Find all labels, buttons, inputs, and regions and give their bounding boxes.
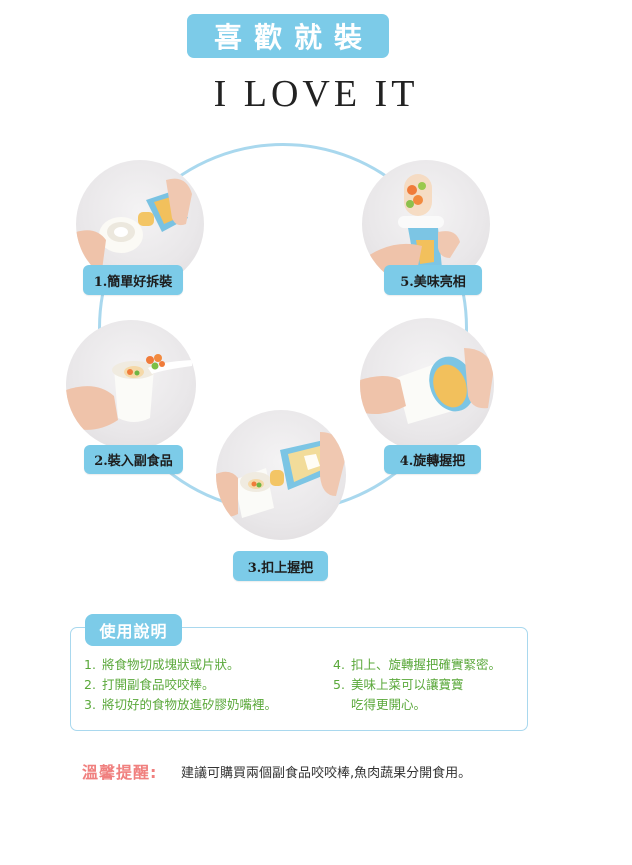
instruction-item-continuation: 吃得更開心。 bbox=[351, 697, 427, 712]
title-banner: 喜歡就裝 bbox=[187, 14, 389, 58]
tip-text: 建議可購買兩個副食品咬咬棒,魚肉蔬果分開食用。 bbox=[181, 766, 472, 781]
tip-label: 溫馨提醒: bbox=[82, 763, 158, 782]
subtitle: I LOVE IT bbox=[213, 73, 419, 115]
step-5-badge: 5.美味亮相 bbox=[384, 265, 482, 295]
instructions-title: 使用說明 bbox=[85, 614, 182, 646]
instructions-left-list: 1.將食物切成塊狀或片狀。 2.打開副食品咬咬棒。 3.將切好的食物放進矽膠奶嘴… bbox=[84, 655, 277, 715]
step-2-photo bbox=[66, 320, 196, 450]
step-1-badge: 1.簡單好拆裝 bbox=[83, 265, 183, 295]
instruction-item: 5.美味上菜可以讓寶寶 bbox=[333, 677, 464, 692]
step-2-badge: 2.裝入副食品 bbox=[84, 445, 183, 474]
step-4-badge: 4.旋轉握把 bbox=[384, 445, 481, 474]
instruction-item: 4.扣上、旋轉握把確實緊密。 bbox=[333, 657, 502, 672]
instructions-right-list: 4.扣上、旋轉握把確實緊密。 5.美味上菜可以讓寶寶 吃得更開心。 bbox=[333, 655, 501, 715]
step-4-photo bbox=[360, 318, 494, 452]
step-3-photo bbox=[216, 410, 346, 540]
instruction-item: 2.打開副食品咬咬棒。 bbox=[84, 677, 215, 692]
step-3-badge: 3.扣上握把 bbox=[233, 551, 328, 581]
instruction-item: 1.將食物切成塊狀或片狀。 bbox=[84, 657, 240, 672]
instructions-box bbox=[70, 627, 528, 731]
instruction-item: 3.將切好的食物放進矽膠奶嘴裡。 bbox=[84, 697, 278, 712]
